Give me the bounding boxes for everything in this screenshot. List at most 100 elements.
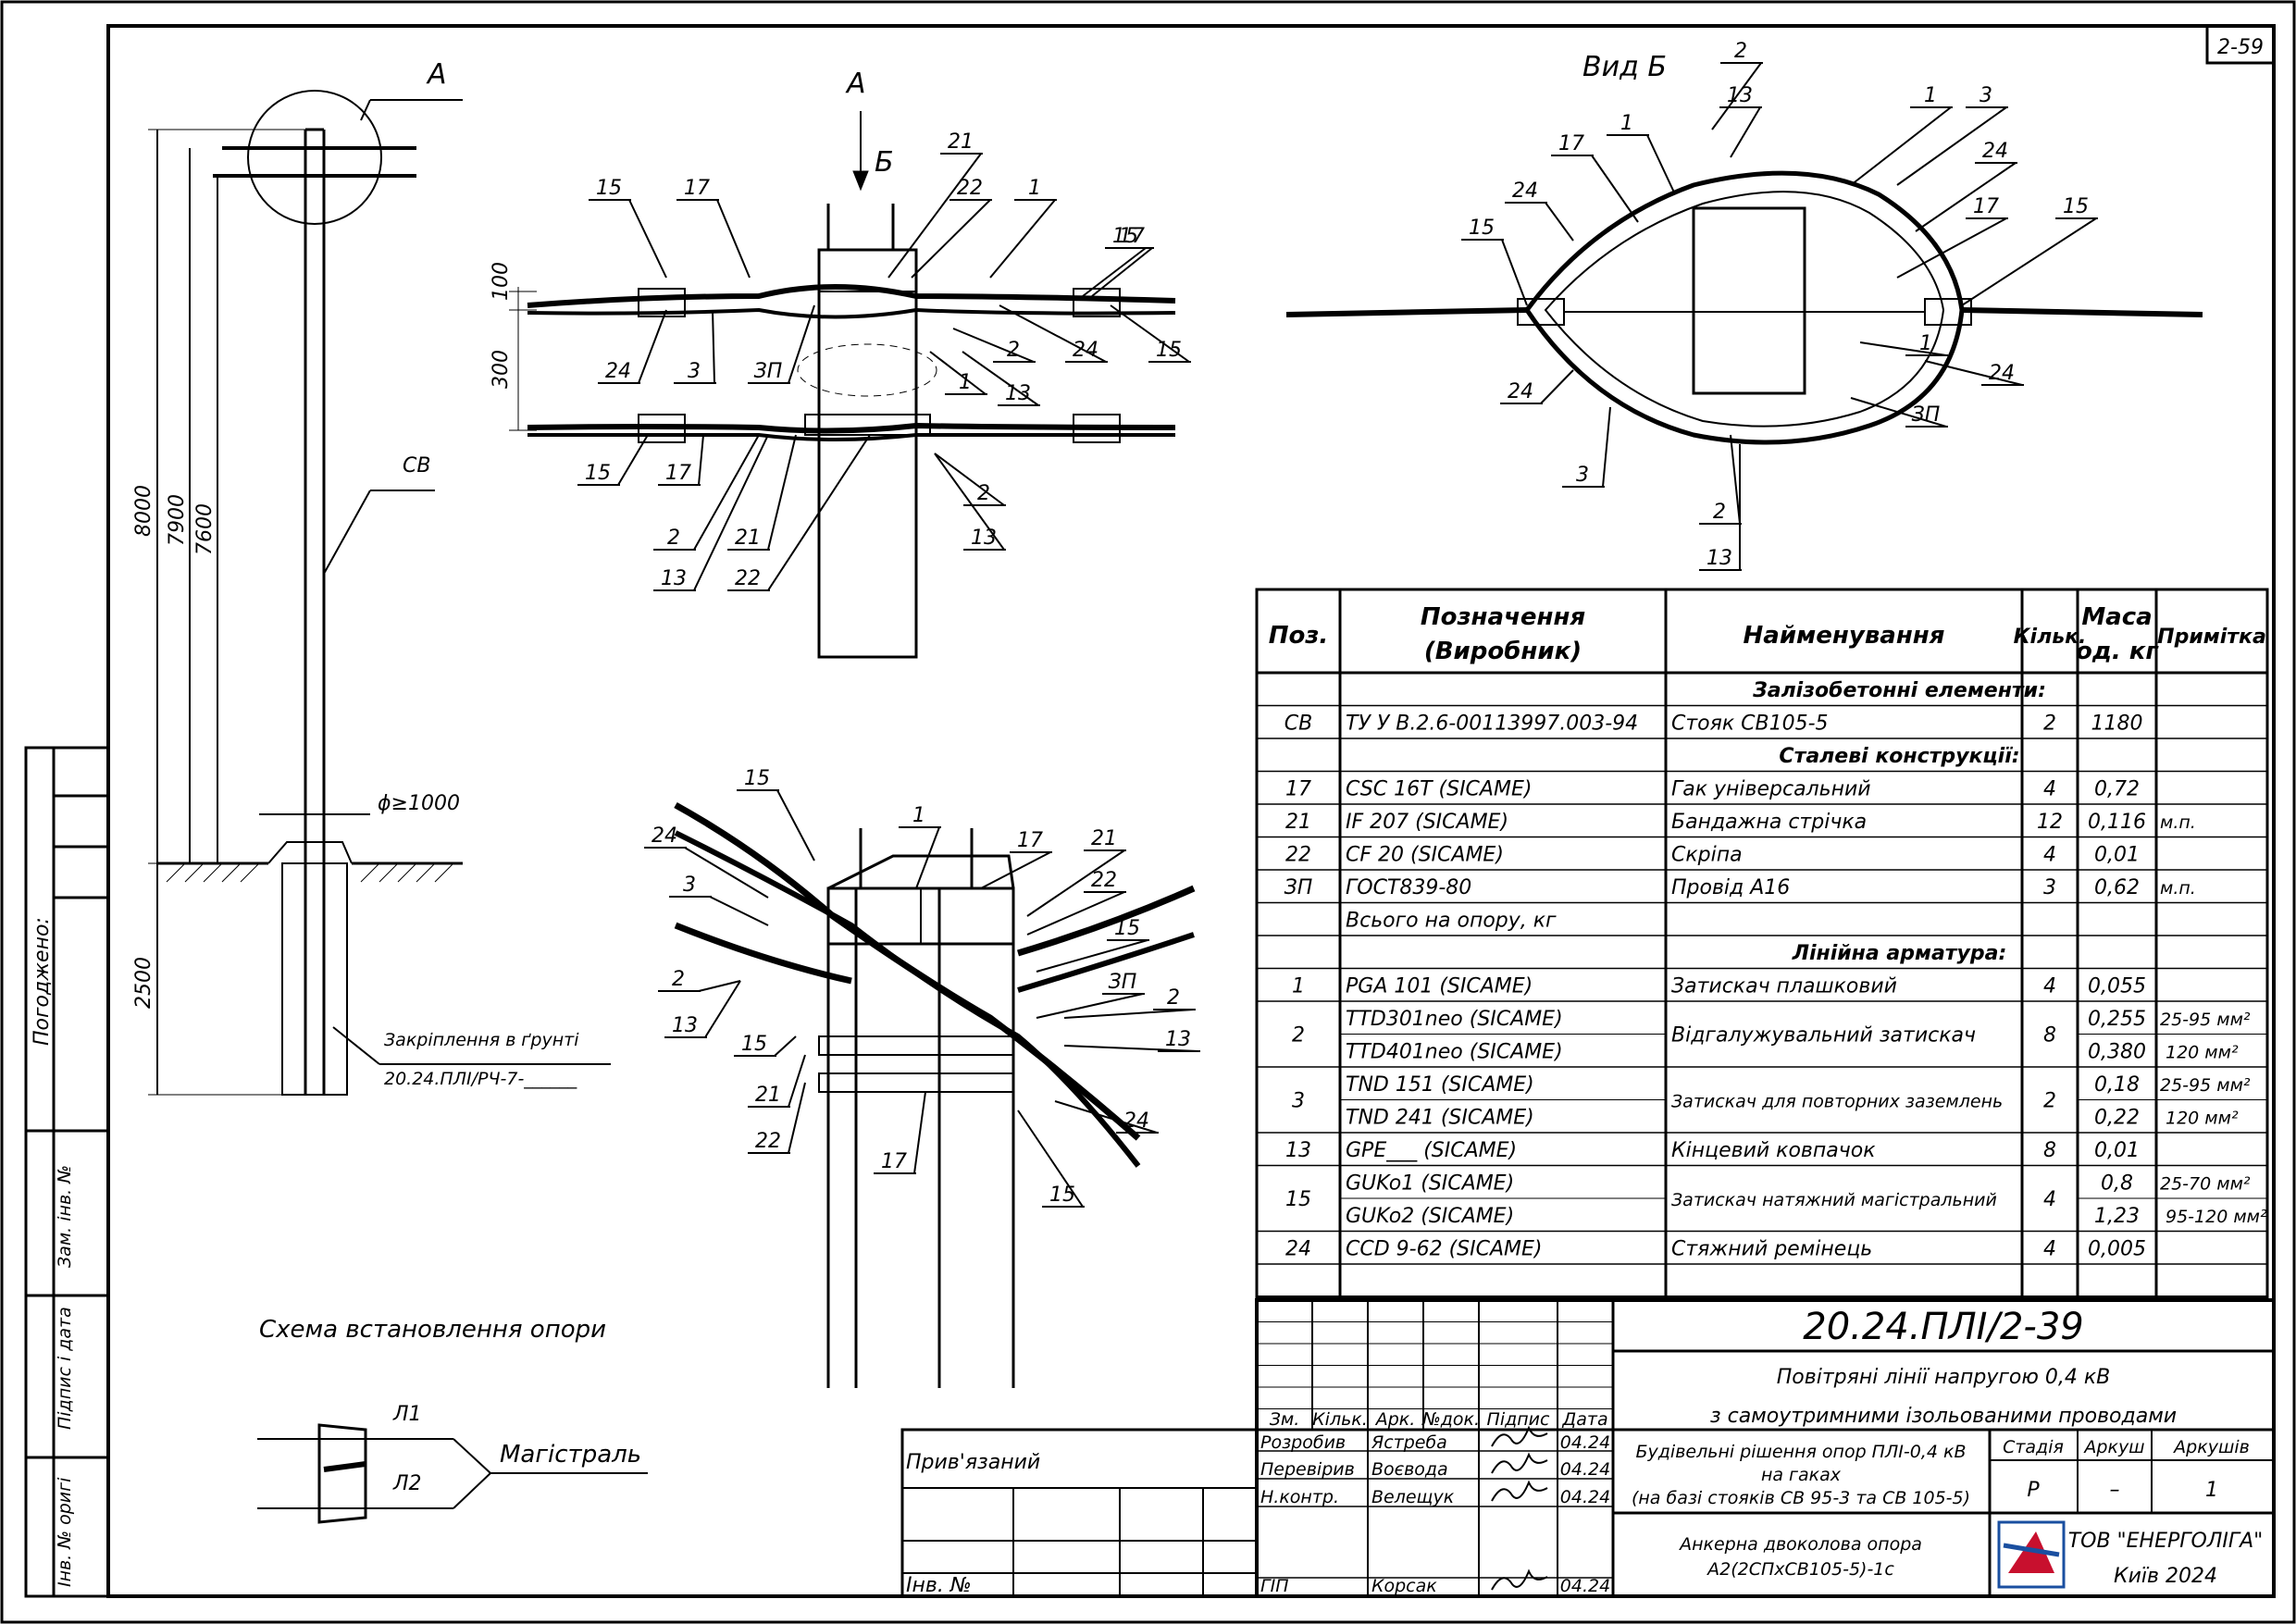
- callout-label: 2: [672, 968, 685, 991]
- spec-name: Затискач плашковий: [1671, 975, 1897, 998]
- spec-mass: 0,255: [2088, 1008, 2146, 1031]
- tb-bound-label: Прив'язаний: [906, 1451, 1040, 1474]
- tb-city-year: Київ 2024: [2114, 1565, 2217, 1588]
- callout-label: 22: [957, 177, 983, 200]
- spec-pos: 2: [1292, 1024, 1305, 1048]
- spec-qty: 2: [2043, 1090, 2056, 1113]
- callout-label: 15: [1156, 339, 1182, 362]
- spec-qty: 12: [2037, 811, 2063, 834]
- tb-col-head: №док.: [1421, 1409, 1480, 1430]
- spec-qty: 3: [2043, 876, 2056, 899]
- spec-note: 25-70 мм²: [2160, 1174, 2251, 1195]
- spec-mass-2: 0,22: [2094, 1107, 2140, 1130]
- callout-label: 2: [1734, 40, 1747, 63]
- ground-label: Закріплення в ґрунті: [384, 1030, 579, 1050]
- tb-role: Перевірив: [1260, 1459, 1355, 1480]
- spec-name: Стяжний ремінець: [1671, 1238, 1872, 1261]
- callout-label: 17: [665, 462, 691, 485]
- callout-label: 15: [1049, 1184, 1075, 1207]
- tb-sheet: –: [2110, 1479, 2120, 1502]
- callout-label: 2: [667, 527, 680, 550]
- spec-head-maker: (Виробник): [1424, 638, 1582, 665]
- tb-date: 04.24: [1560, 1432, 1610, 1453]
- callout-label: 1: [912, 804, 925, 827]
- spec-qty: 4: [2043, 1188, 2056, 1211]
- ground-hatch: [166, 862, 454, 883]
- spec-mass: 0,8: [2101, 1172, 2133, 1196]
- tb-date: 04.24: [1560, 1459, 1610, 1480]
- spec-name: Провід А16: [1671, 876, 1790, 899]
- callout-label: 13: [971, 527, 997, 550]
- sign-date-label: Підпис і дата: [55, 1307, 75, 1430]
- spec-note-2: 120 мм²: [2166, 1109, 2239, 1129]
- callout-label: ЗП: [1109, 971, 1137, 994]
- spec-designation: ТУ У В.2.6-00113997.003-94: [1346, 713, 1638, 736]
- tb-sheet-head: Аркуш: [2082, 1437, 2144, 1457]
- callout-label: 15: [596, 177, 622, 200]
- spec-designation-2: TTD401neo (SICAME): [1346, 1041, 1563, 1064]
- callout-label: 2: [1167, 986, 1180, 1010]
- callout-label: 17: [1973, 195, 1999, 218]
- spec-section: Залізобетонні елементи:: [1752, 679, 2046, 702]
- spec-designation: CF 20 (SICAME): [1346, 844, 1504, 867]
- spec-qty: 4: [2043, 975, 2056, 998]
- spec-mass-2: 1,23: [2094, 1205, 2140, 1228]
- tb-name: Велещук: [1371, 1487, 1455, 1507]
- tb-role: Н.контр.: [1260, 1487, 1339, 1507]
- callout-label: 1: [1620, 112, 1633, 135]
- spec-head-pos: Поз.: [1269, 622, 1329, 650]
- callout-label: 1: [1028, 177, 1041, 200]
- spec-pos: СВ: [1285, 713, 1312, 736]
- tb-name: Ястреба: [1371, 1432, 1447, 1453]
- callout-label: 21: [948, 130, 974, 154]
- callout-label: ЗП: [754, 360, 783, 383]
- spec-pos: 15: [1285, 1188, 1311, 1211]
- spec-pos: 13: [1285, 1139, 1311, 1162]
- signature: [1491, 1425, 1548, 1447]
- spec-designation-2: TND 241 (SICAME): [1346, 1107, 1534, 1130]
- spec-name: Відгалужувальний затискач: [1671, 1024, 1976, 1048]
- detail-a-front: [509, 111, 1176, 659]
- inv-sub-label: Зам. інв. №: [55, 1165, 75, 1268]
- scheme-l2: Л2: [392, 1472, 422, 1495]
- spec-note: м.п.: [2160, 878, 2196, 899]
- spec-mass: 0,116: [2088, 811, 2146, 834]
- spec-head-qty: Кільк.: [2014, 626, 2087, 649]
- tb-col-head: Кільк.: [1312, 1409, 1368, 1430]
- tb-drawing-2: А2(2СПхСВ105-5)-1с: [1706, 1559, 1894, 1580]
- spec-mass: 0,01: [2094, 844, 2140, 867]
- spec-pos: ЗП: [1285, 876, 1313, 899]
- spec-note-2: 95-120 мм²: [2166, 1207, 2267, 1227]
- pole-elevation: [148, 90, 611, 1096]
- pole-diameter: ϕ≥1000: [378, 792, 460, 815]
- spec-qty: 4: [2043, 778, 2056, 801]
- spec-pos: 3: [1292, 1090, 1305, 1113]
- callout-label: 21: [735, 527, 761, 550]
- callout-label: 1: [1919, 332, 1932, 355]
- spec-designation: ГОСТ839-80: [1346, 876, 1471, 899]
- callout-label: 13: [1005, 382, 1031, 405]
- callout-label: 15: [585, 462, 611, 485]
- spec-qty: 8: [2043, 1024, 2056, 1048]
- scheme-l1: Л1: [392, 1403, 422, 1426]
- spec-note: 25-95 мм²: [2160, 1010, 2251, 1030]
- tb-sheets-head: Аркушів: [2172, 1437, 2250, 1457]
- signature: [1491, 1480, 1548, 1502]
- spec-pos: 22: [1285, 844, 1311, 867]
- ground-code: 20.24.ПЛІ/РЧ-7-______: [384, 1069, 577, 1089]
- spec-head-unit: од. кг: [2076, 638, 2159, 665]
- spec-designation: GPE___ (SICAME): [1346, 1139, 1517, 1162]
- tb-doc-code: 20.24.ПЛІ/2-39: [1803, 1306, 2083, 1348]
- agreed-label: Погоджено:: [31, 917, 54, 1046]
- callout-label: 3: [683, 874, 696, 897]
- tb-drawing-1: Анкерна двоколова опора: [1678, 1534, 1922, 1555]
- sheet-number: 2-59: [2217, 36, 2264, 59]
- spec-pos: 24: [1285, 1238, 1311, 1261]
- callout-label: 17: [684, 177, 710, 200]
- tb-role: ГІП: [1260, 1576, 1288, 1596]
- tb-section-1: Будівельні рішення опор ПЛІ-0,4 кВ: [1636, 1442, 1967, 1462]
- spec-name: Кінцевий ковпачок: [1671, 1139, 1876, 1162]
